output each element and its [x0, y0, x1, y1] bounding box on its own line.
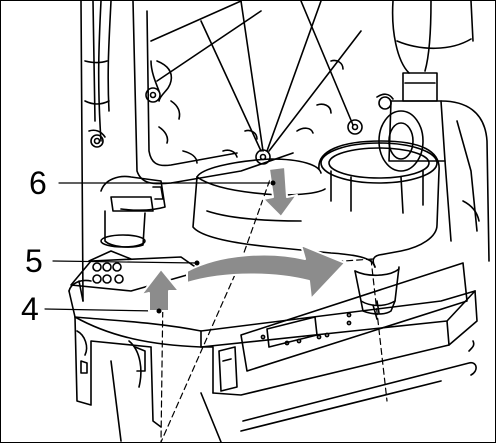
leader-dots [156, 180, 276, 314]
callout-5: 5 [23, 243, 45, 279]
movement-arrows [140, 166, 346, 312]
pump-assembly [376, 1, 490, 262]
arrow-down [262, 166, 298, 218]
leader-lines [44, 182, 274, 312]
heat-exchanger-panel [132, 1, 363, 185]
leader-4 [44, 308, 158, 312]
front-casing [68, 262, 478, 442]
callout-6: 6 [27, 165, 49, 201]
leader-5 [52, 260, 198, 264]
arrow-up [140, 268, 180, 312]
arrow-curve-right [186, 244, 346, 300]
terminal-block [70, 250, 202, 302]
callout-4: 4 [19, 291, 41, 327]
gas-valve [100, 175, 166, 248]
left-pipes [80, 1, 112, 302]
